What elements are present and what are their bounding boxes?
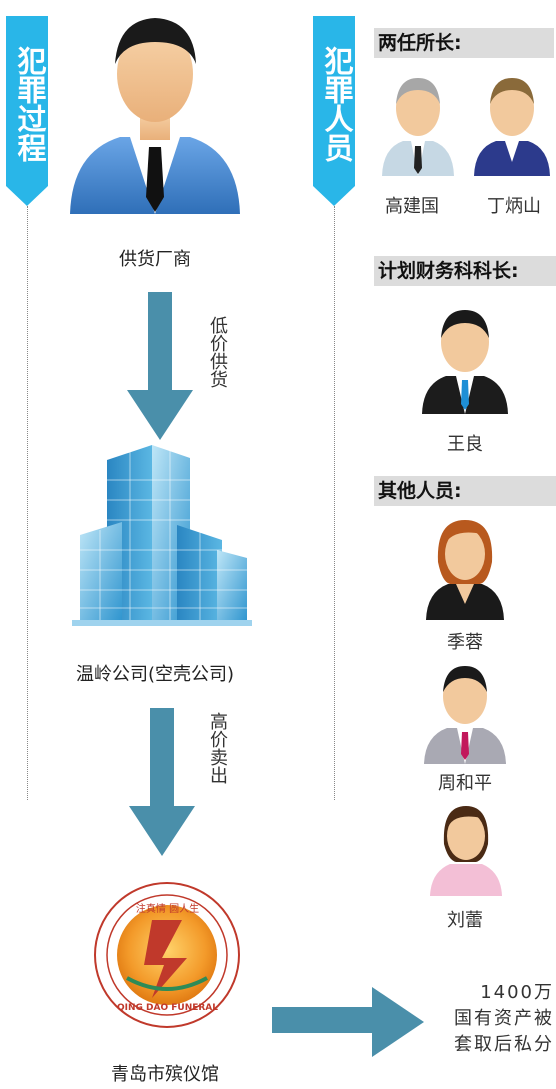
- step1-label: 低价供货: [207, 316, 228, 388]
- down-arrow-2-icon: [129, 708, 195, 856]
- person-liu-lei: 刘蕾: [447, 910, 483, 931]
- down-arrow-1-icon: [127, 292, 193, 440]
- company-label: 温岭公司(空壳公司): [75, 664, 235, 685]
- person-ding-bingshan: 丁炳山: [487, 196, 541, 217]
- right-arrow-icon: [272, 987, 424, 1057]
- result-line-1: 1400万: [480, 982, 554, 1003]
- result-text: 1400万 国有资产被 套取后私分: [432, 980, 554, 1058]
- process-ribbon-tip: [6, 186, 48, 206]
- person-zhou-heping: 周和平: [438, 773, 492, 794]
- left-dotted-line: [27, 206, 28, 800]
- right-dotted-line: [334, 206, 335, 800]
- result-line-2: 国有资产被: [454, 1008, 554, 1029]
- funeral-home-label: 青岛市殡仪馆: [111, 1064, 219, 1085]
- supplier-avatar-icon: [70, 18, 240, 214]
- result-line-3: 套取后私分: [454, 1034, 554, 1055]
- ji-rong-avatar-icon: [426, 520, 504, 620]
- section-finance-chief: 计划财务科科长:: [374, 256, 556, 286]
- section-directors: 两任所长:: [374, 28, 554, 58]
- seal-bottom-text: QING DAO FUNERAL: [116, 1003, 219, 1013]
- supplier-label: 供货厂商: [119, 249, 191, 270]
- person-ji-rong: 季蓉: [447, 632, 483, 653]
- person-wang-liang: 王良: [447, 434, 483, 455]
- gao-jianguo-avatar-icon: [382, 78, 454, 176]
- ding-bingshan-avatar-icon: [474, 78, 550, 176]
- zhou-heping-avatar-icon: [424, 666, 506, 764]
- process-ribbon: 犯罪过程: [6, 16, 48, 186]
- wang-liang-avatar-icon: [422, 310, 508, 414]
- liu-lei-avatar-icon: [430, 806, 502, 896]
- office-building-icon: [72, 445, 252, 626]
- funeral-home-seal-icon: [94, 882, 240, 1028]
- step2-label: 高价卖出: [207, 712, 228, 784]
- seal-top-text: 注真情 圆人生: [135, 904, 200, 915]
- criminals-ribbon-tip: [313, 186, 355, 206]
- person-gao-jianguo: 高建国: [385, 196, 439, 217]
- criminals-ribbon: 犯罪人员: [313, 16, 355, 186]
- section-others: 其他人员:: [374, 476, 556, 506]
